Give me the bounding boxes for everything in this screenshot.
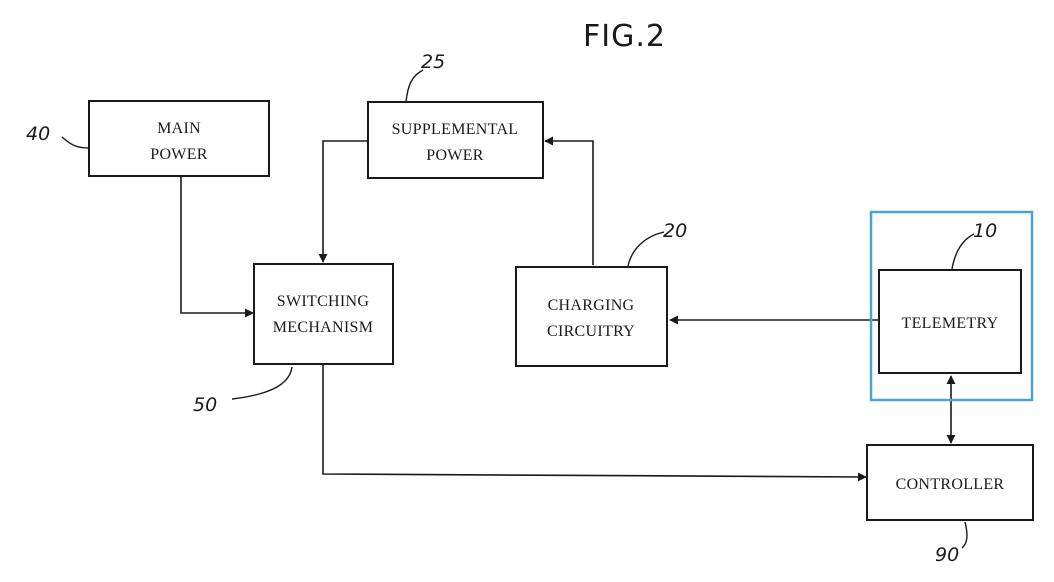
telemetry-ref: 10 xyxy=(973,220,997,242)
telemetry-block: TELEMETRY xyxy=(878,269,1022,374)
controller-ref: 90 xyxy=(935,544,959,566)
switching-mechanism-block: SWITCHING MECHANISM xyxy=(253,263,394,365)
supplemental-power-block: SUPPLEMENTAL POWER xyxy=(367,101,544,179)
main-power-label-line1: MAIN xyxy=(157,120,201,137)
charging-circuitry-label-line2: CIRCUITRY xyxy=(547,323,635,340)
controller-block: CONTROLLER xyxy=(866,444,1034,521)
wire-main-to-switching xyxy=(180,176,254,318)
main-power-ref: 40 xyxy=(26,123,50,145)
main-power-label-line2: POWER xyxy=(150,146,208,163)
supplemental-power-label-line2: POWER xyxy=(426,147,484,164)
telemetry-label: TELEMETRY xyxy=(902,315,999,332)
controller-ref-leader xyxy=(961,521,968,549)
figure-title: FIG.2 xyxy=(583,19,666,54)
switching-mechanism-label-line1: SWITCHING xyxy=(277,293,370,310)
switching-mechanism-ref: 50 xyxy=(193,394,217,416)
main-power-block: MAIN POWER xyxy=(88,100,270,177)
controller-label: CONTROLLER xyxy=(896,476,1005,493)
telemetry-highlight-frame xyxy=(869,210,1034,402)
supplemental-power-label-line1: SUPPLEMENTAL xyxy=(392,121,519,138)
charging-circuitry-label-line1: CHARGING xyxy=(548,297,635,314)
charging-circuitry-ref: 20 xyxy=(663,220,687,242)
charging-circuitry-block: CHARGING CIRCUITRY xyxy=(515,266,668,367)
wire-charging-to-supplemental xyxy=(544,136,594,265)
switching-mechanism-ref-leader xyxy=(231,366,293,400)
supplemental-power-ref-leader xyxy=(405,69,424,103)
main-power-ref-leader xyxy=(61,136,90,149)
charging-circuitry-ref-leader xyxy=(627,231,665,267)
switching-mechanism-label-line2: MECHANISM xyxy=(273,319,374,336)
wire-supplemental-to-switching xyxy=(318,140,367,263)
wire-switching-to-controller xyxy=(322,364,867,482)
telemetry-ref-leader xyxy=(951,233,975,270)
supplemental-power-ref: 25 xyxy=(421,51,445,73)
